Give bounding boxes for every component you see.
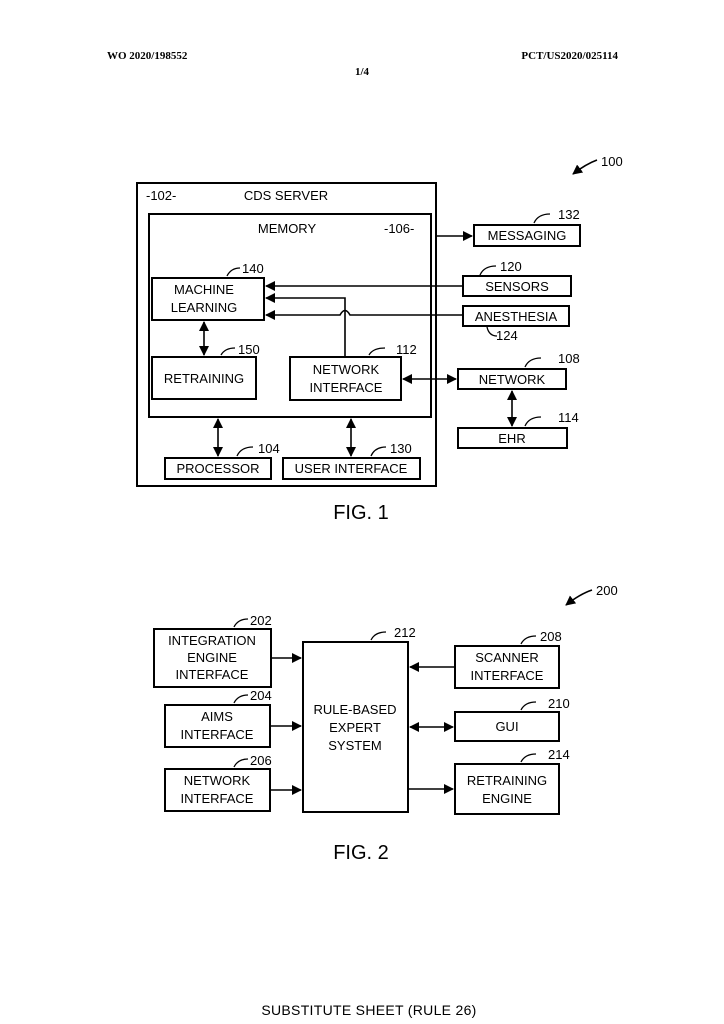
messaging-leader: [534, 214, 550, 223]
integration-engine-label-1: INTEGRATION: [168, 633, 256, 648]
anesthesia-label: ANESTHESIA: [475, 309, 558, 324]
user-interface-leader: [371, 447, 386, 456]
fig2-ref-label: 200: [596, 583, 618, 598]
integration-engine-label-3: INTERFACE: [176, 667, 249, 682]
footer-text: SUBSTITUTE SHEET (RULE 26): [261, 1002, 476, 1018]
retraining-engine-label-2: ENGINE: [482, 791, 532, 806]
fig2-network-interface-label-1: NETWORK: [184, 773, 251, 788]
scanner-interface-leader: [521, 636, 536, 644]
scanner-interface-label-1: SCANNER: [475, 650, 539, 665]
gui-label: GUI: [495, 719, 518, 734]
fig2-network-interface-leader: [234, 759, 248, 767]
sensors-ref: 120: [500, 259, 522, 274]
gui-leader: [521, 702, 536, 710]
retraining-label: RETRAINING: [164, 371, 244, 386]
integration-engine-ref: 202: [250, 613, 272, 628]
figure-2: 200 RULE-BASED EXPERT SYSTEM 212 INTEGRA…: [154, 583, 618, 864]
netif-to-ml-arrow: [266, 298, 345, 357]
figure-1: 100 -102- CDS SERVER MEMORY -106- MACHIN…: [137, 154, 623, 524]
user-interface-label: USER INTERFACE: [295, 461, 408, 476]
gui-ref: 210: [548, 696, 570, 711]
retraining-ref: 150: [238, 342, 260, 357]
integration-engine-label-2: ENGINE: [187, 650, 237, 665]
processor-ref: 104: [258, 441, 280, 456]
application-number: PCT/US2020/025114: [521, 50, 618, 62]
scanner-interface-label-2: INTERFACE: [471, 668, 544, 683]
expert-system-label-2: EXPERT: [329, 720, 381, 735]
retraining-engine-leader: [521, 754, 536, 762]
expert-system-label-1: RULE-BASED: [313, 702, 396, 717]
ehr-leader: [525, 417, 541, 426]
cds-server-ref: -102-: [146, 188, 176, 203]
messaging-ref: 132: [558, 207, 580, 222]
fig2-network-interface-label-2: INTERFACE: [181, 791, 254, 806]
network-label: NETWORK: [479, 372, 546, 387]
network-interface-label-1: NETWORK: [313, 362, 380, 377]
retraining-leader: [221, 348, 235, 355]
expert-system-ref: 212: [394, 625, 416, 640]
network-interface-label-2: INTERFACE: [310, 380, 383, 395]
integration-engine-leader: [234, 619, 248, 627]
expert-system-leader: [371, 632, 386, 640]
aims-interface-label-2: INTERFACE: [181, 727, 254, 742]
scanner-interface-ref: 208: [540, 629, 562, 644]
sheet-number: 1/4: [355, 66, 370, 78]
ehr-ref: 114: [558, 410, 579, 425]
fig1-ref-label: 100: [601, 154, 623, 169]
network-interface-ref: 112: [396, 342, 417, 357]
ehr-label: EHR: [498, 431, 525, 446]
aims-interface-ref: 204: [250, 688, 272, 703]
network-ref: 108: [558, 351, 580, 366]
publication-number: WO 2020/198552: [107, 50, 188, 62]
expert-system-label-3: SYSTEM: [328, 738, 381, 753]
retraining-engine-ref: 214: [548, 747, 570, 762]
retraining-engine-label-1: RETRAINING: [467, 773, 547, 788]
machine-learning-label-1: MACHINE: [174, 282, 234, 297]
aims-interface-label-1: AIMS: [201, 709, 233, 724]
processor-label: PROCESSOR: [176, 461, 259, 476]
messaging-label: MESSAGING: [488, 228, 567, 243]
processor-leader: [237, 447, 253, 456]
network-interface-leader: [369, 348, 385, 355]
sensors-label: SENSORS: [485, 279, 549, 294]
aims-interface-leader: [234, 695, 248, 703]
machine-learning-label-2: LEARNING: [171, 300, 237, 315]
fig1-caption: FIG. 1: [333, 502, 389, 524]
sensors-leader: [480, 266, 496, 275]
retraining-engine-box: [455, 764, 559, 814]
fig2-network-interface-ref: 206: [250, 753, 272, 768]
user-interface-ref: 130: [390, 441, 412, 456]
fig2-ref-arrow: [566, 590, 592, 605]
machine-learning-ref: 140: [242, 261, 264, 276]
machine-learning-leader: [227, 268, 240, 276]
memory-ref: -106-: [384, 221, 414, 236]
fig1-ref-arrow: [573, 160, 597, 174]
network-leader: [525, 358, 541, 367]
memory-label: MEMORY: [258, 221, 317, 236]
anesthesia-to-ml-arrow: [266, 311, 463, 316]
cds-server-label: CDS SERVER: [244, 188, 328, 203]
fig2-caption: FIG. 2: [333, 842, 389, 864]
anesthesia-ref: 124: [496, 328, 518, 343]
